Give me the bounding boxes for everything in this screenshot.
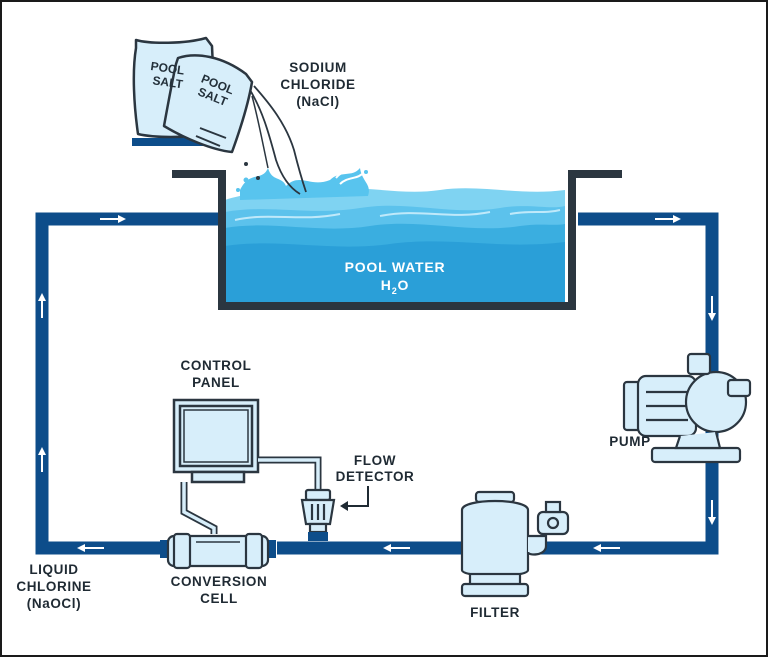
salt-grain [256,176,260,180]
flow-arrow-icon [383,544,410,552]
splash-drop [364,170,368,174]
pool-wall [172,170,622,310]
flow-arrow-icon [38,293,46,318]
wave-highlight [234,209,561,221]
flow-detector-pointer [340,486,369,511]
bag1-label-line1: POOL [150,59,186,78]
control-panel-icon [172,398,322,534]
salt-stream [251,95,269,169]
splash-drop [243,177,249,183]
sodium-label-line2: CHLORIDE [280,77,355,92]
flow-detector-label-line2: DETECTOR [336,469,415,484]
conversion-cell-label-line2: CELL [200,591,238,606]
flow-arrow-icon [593,544,620,552]
control-panel-label-line1: CONTROL [181,358,252,373]
water-deep [225,241,565,302]
conversion-cell-label-line1: CONVERSION [171,574,268,589]
salt-bag-icon [162,54,254,154]
flow-detector-label-line1: FLOW [354,453,396,468]
salt-grain [244,162,248,166]
h2o-label: H2O [381,277,409,296]
pump-label: PUMP [609,434,650,449]
liquid-chlorine-label-line1: LIQUID [29,562,78,577]
salt-bags [132,36,307,195]
flow-arrow-icon [708,500,716,525]
flow-arrow-icon [655,215,681,223]
splash-drop [236,188,240,192]
bag-stripes [195,127,227,147]
flow-arrow-icon [77,544,104,552]
flow-detector-icon [300,488,336,541]
pump-icon [622,352,752,464]
conversion-cell-icon [160,532,276,570]
sodium-label-line1: SODIUM [289,60,347,75]
salt-stream [253,85,307,193]
pool: POOL WATER H2O [172,163,622,310]
flow-arrow-icon [708,296,716,321]
flow-arrows [38,215,716,552]
shelf [132,138,212,146]
flow-arrow-icon [100,215,126,223]
liquid-chlorine-label-line3: (NaOCl) [27,596,81,611]
splash-highlight [335,163,365,185]
control-panel-label-line2: PANEL [192,375,240,390]
filter-label: FILTER [470,605,520,620]
sodium-label-line3: (NaCl) [296,94,339,109]
liquid-chlorine-label-line2: CHLORINE [16,579,91,594]
salt-stream [249,89,301,195]
flow-arrow-icon [38,447,46,472]
bag1-label-line2: SALT [152,73,185,91]
pool-water-label: POOL WATER [345,259,446,275]
filter-icon [460,490,570,598]
